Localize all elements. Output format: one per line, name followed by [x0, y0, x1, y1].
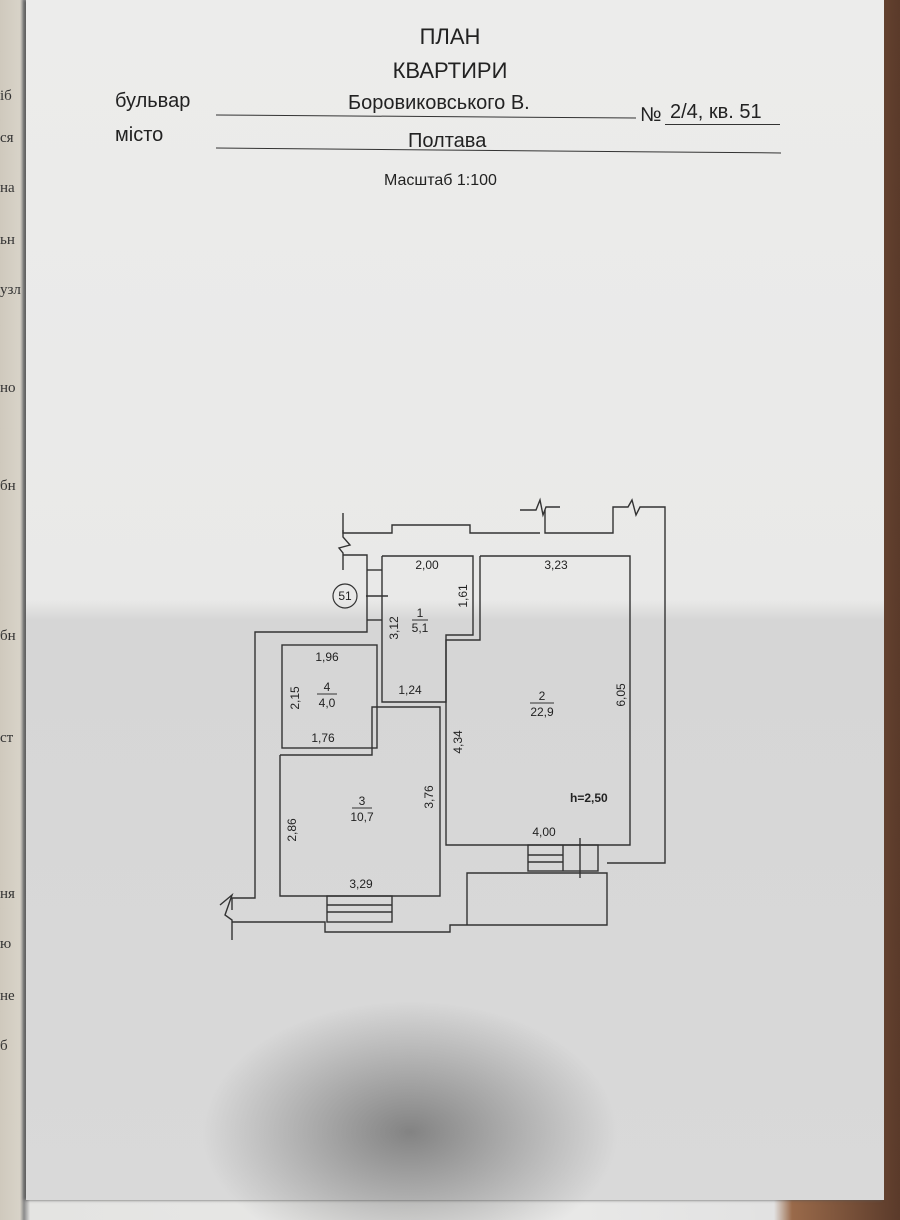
title-line-1: ПЛАН	[419, 24, 481, 49]
apartment-number: 51	[338, 589, 352, 603]
dim-label: 1,76	[311, 731, 335, 745]
fragment: бн	[0, 478, 16, 494]
room-4-outline	[281, 644, 378, 749]
room-number: 2	[539, 689, 546, 703]
dim-label: 2,86	[285, 818, 299, 842]
fragment: б	[0, 1038, 8, 1054]
fragment: іб	[0, 88, 12, 104]
street-label: бульвар	[115, 90, 191, 112]
room-area: 22,9	[530, 705, 554, 719]
scale-label: Масштаб 1:100	[384, 172, 497, 189]
ceiling-height: h=2,50	[570, 791, 608, 805]
apartment-marker: 51	[332, 583, 358, 609]
fragment: ю	[0, 936, 12, 952]
dim-label: 1,61	[456, 584, 470, 608]
break-mark-left	[337, 530, 352, 570]
outer-wall-right	[544, 498, 666, 864]
city-label: місто	[115, 124, 164, 146]
dim-label: 2,15	[288, 686, 302, 710]
corridor-wall	[342, 513, 540, 534]
balcony	[232, 872, 608, 933]
dim-label: 3,76	[422, 785, 436, 809]
break-mark	[520, 497, 560, 518]
fragment: ьн	[0, 232, 15, 248]
dim-label: 1,24	[398, 683, 422, 697]
fragment: ня	[0, 886, 15, 902]
city-value: Полтава	[408, 130, 487, 152]
room-3-outline	[279, 706, 441, 897]
title-line-2: КВАРТИРИ	[392, 58, 508, 83]
fragment: не	[0, 988, 15, 1004]
dim-label: 3,23	[544, 558, 568, 572]
fragment: ся	[0, 130, 14, 146]
room-number: 4	[324, 680, 331, 694]
break-mark-bottom	[219, 892, 234, 940]
fragment: но	[0, 380, 16, 396]
dim-label: 2,00	[415, 558, 439, 572]
dim-label: 6,05	[614, 683, 628, 707]
room-area: 4,0	[319, 696, 336, 710]
dim-label: 4,34	[451, 730, 465, 754]
room-1-outline	[381, 555, 474, 703]
document-page	[26, 0, 884, 1200]
fragment: ст	[0, 730, 14, 746]
fragment: на	[0, 180, 15, 196]
window-room-3	[326, 895, 393, 923]
room-2-outline	[445, 555, 631, 846]
fragment: узл	[0, 282, 21, 298]
number-underline	[665, 124, 780, 125]
room-number: 1	[417, 606, 424, 620]
dim-label: 1,96	[315, 650, 339, 664]
number-label: №	[640, 104, 662, 126]
room-area: 10,7	[350, 810, 374, 824]
walls	[219, 497, 666, 940]
hand-shadow	[200, 1000, 620, 1220]
dim-label: 3,12	[387, 616, 401, 640]
room-number: 3	[359, 794, 366, 808]
street-value: Боровиковського В.	[348, 92, 530, 114]
dim-label: 3,29	[349, 877, 373, 891]
dim-label: 4,00	[532, 825, 556, 839]
fragment: бн	[0, 628, 16, 644]
room-area: 5,1	[412, 621, 429, 635]
number-value: 2/4, кв. 51	[670, 101, 762, 123]
outer-wall-left	[231, 554, 368, 910]
